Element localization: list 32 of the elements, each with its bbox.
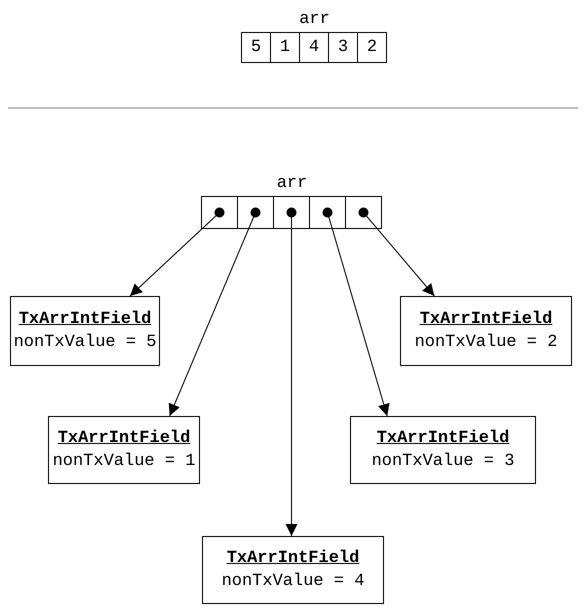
array-cell bbox=[237, 196, 274, 229]
array-name: arr bbox=[276, 173, 308, 195]
array-cell: 5 bbox=[241, 32, 271, 63]
field-value: nonTxValue = 3 bbox=[372, 452, 514, 471]
pointer-arrow bbox=[168, 208, 260, 416]
field-value: nonTxValue = 4 bbox=[222, 572, 364, 591]
object-box bbox=[400, 296, 572, 366]
object-box bbox=[350, 416, 536, 484]
class-name: TxArrIntField bbox=[18, 310, 152, 329]
pointer-arrow bbox=[286, 208, 298, 536]
field-value: nonTxValue = 5 bbox=[14, 333, 156, 352]
array-cell: 3 bbox=[328, 32, 358, 63]
array-cell: 2 bbox=[357, 32, 387, 63]
class-name: TxArrIntField bbox=[420, 310, 552, 329]
field-value: nonTxValue = 2 bbox=[414, 333, 558, 352]
array-cell bbox=[309, 196, 346, 229]
array-cell: 4 bbox=[299, 32, 329, 63]
array-cell: 1 bbox=[270, 32, 300, 63]
pointer-arrow bbox=[322, 208, 390, 416]
array-name: arr bbox=[298, 9, 331, 31]
class-name: TxArrIntField bbox=[58, 429, 190, 448]
pointer-arrow bbox=[358, 208, 435, 296]
array-cell bbox=[345, 196, 382, 229]
array-cell bbox=[201, 196, 238, 229]
pointer-arrow bbox=[130, 208, 224, 296]
object-box bbox=[202, 536, 384, 604]
field-value: nonTxValue = 1 bbox=[52, 452, 196, 471]
object-box bbox=[48, 416, 200, 484]
object-box bbox=[10, 296, 160, 366]
array-cell bbox=[273, 196, 310, 229]
class-name: TxArrIntField bbox=[226, 549, 360, 568]
class-name: TxArrIntField bbox=[376, 429, 510, 448]
